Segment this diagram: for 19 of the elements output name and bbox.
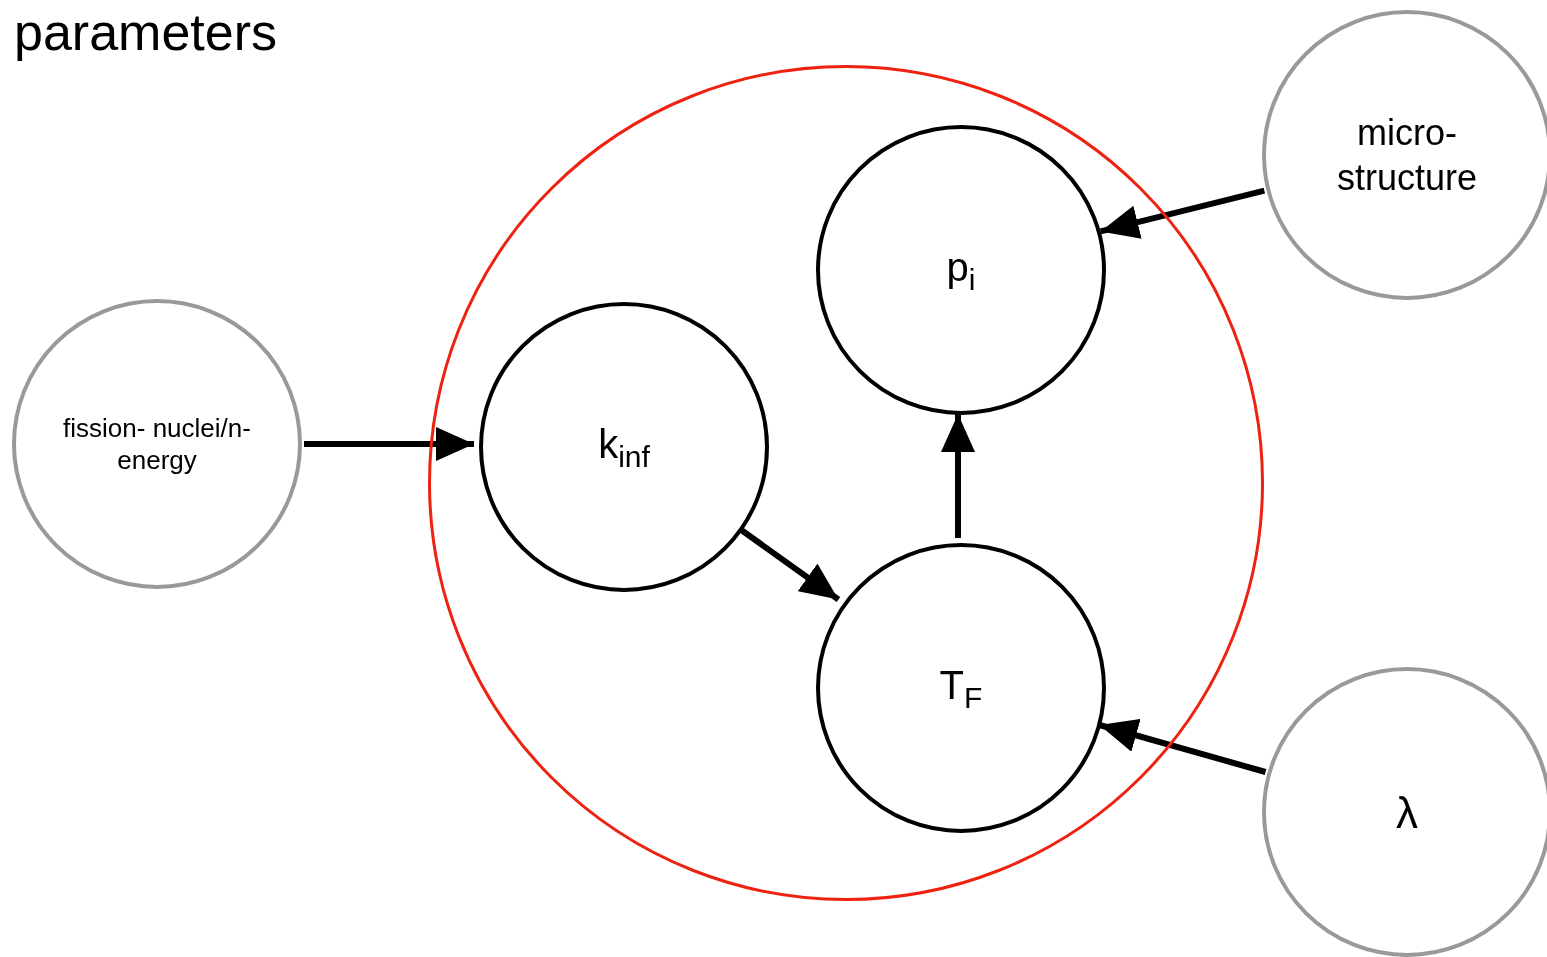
node-circle [1262,10,1547,300]
arrow [738,527,841,602]
node-label: k$_{inf}$ [598,420,650,475]
arrow [304,427,474,461]
node-circle [816,125,1106,415]
diagram-title: parameters [14,2,277,62]
node-label: micro- structure [1335,111,1478,200]
node-label: T$_{F}$ [939,661,983,716]
node-circle [1262,667,1547,957]
node-circle [12,299,302,589]
node-circle [816,543,1106,833]
node-label: p$_{i}$ [946,243,976,298]
node-label: fission- nuclei/n- energy [62,411,252,477]
arrow [1098,719,1267,775]
node-circle [479,302,769,592]
node-label: λ [1396,786,1418,839]
group-circle [428,65,1264,901]
arrow [1099,187,1266,239]
arrow [941,414,975,538]
